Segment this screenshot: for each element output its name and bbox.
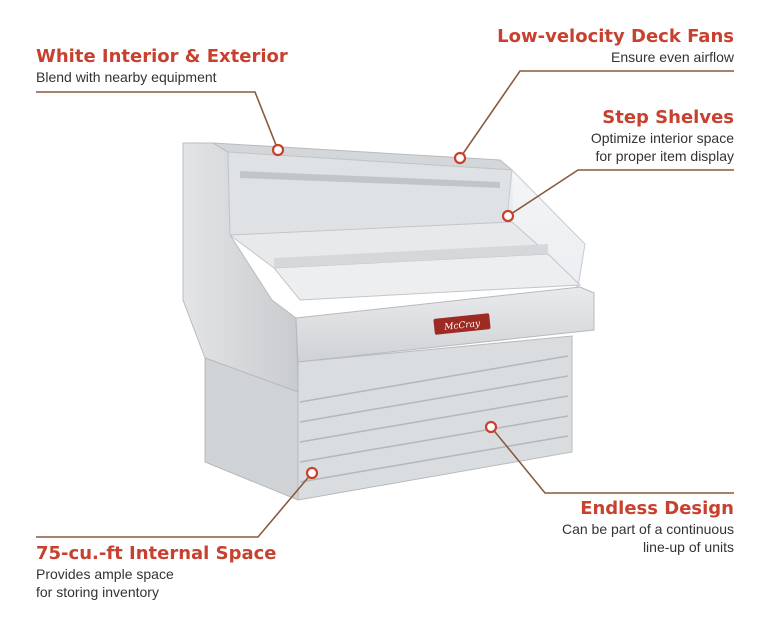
callout-dots xyxy=(271,143,515,480)
callout-description-line-2: for storing inventory xyxy=(36,584,159,600)
leader-lines xyxy=(36,70,734,538)
callout-dot-step-shelves xyxy=(501,209,515,223)
callout-dot-endless-design xyxy=(484,420,498,434)
callout-description-line-2: line-up of units xyxy=(642,539,734,555)
callout-dot-deck-fans xyxy=(453,151,467,165)
leader-white-interior xyxy=(36,91,279,151)
callout-description-line-1: Provides ample space xyxy=(36,566,174,582)
brand-logo: McCray xyxy=(433,313,491,335)
callout-dot-internal-space xyxy=(305,466,319,480)
callout-deck-fans: Low-velocity Deck Fans Ensure even airfl… xyxy=(497,26,734,66)
svg-text:McCray: McCray xyxy=(443,319,482,333)
callout-description: Blend with nearby equipment xyxy=(36,69,217,85)
merchandiser-case: McCray xyxy=(182,142,595,501)
leader-step-shelves xyxy=(507,169,734,217)
callout-description-line-2: for proper item display xyxy=(595,148,734,164)
callout-dot-white-interior xyxy=(271,143,285,157)
callout-title: White Interior & Exterior xyxy=(36,46,288,67)
callout-description: Ensure even airflow xyxy=(611,49,734,65)
callout-description-line-1: Optimize interior space xyxy=(590,130,734,146)
callout-title: Endless Design xyxy=(580,498,734,519)
callout-title: Low-velocity Deck Fans xyxy=(497,26,734,47)
callout-internal-space: 75-cu.-ft Internal Space Provides ample … xyxy=(36,543,277,601)
callout-endless-design: Endless Design Can be part of a continuo… xyxy=(562,498,734,556)
callout-step-shelves: Step Shelves Optimize interior space for… xyxy=(591,107,734,165)
leader-internal-space xyxy=(36,472,313,538)
leader-endless-design xyxy=(490,426,734,494)
callout-title: 75-cu.-ft Internal Space xyxy=(36,543,277,564)
leader-deck-fans xyxy=(459,70,734,159)
callout-white-interior: White Interior & Exterior Blend with nea… xyxy=(36,46,288,86)
louver-grille xyxy=(299,355,569,483)
callout-title: Step Shelves xyxy=(602,107,734,128)
callout-description-line-1: Can be part of a continuous xyxy=(561,521,734,537)
